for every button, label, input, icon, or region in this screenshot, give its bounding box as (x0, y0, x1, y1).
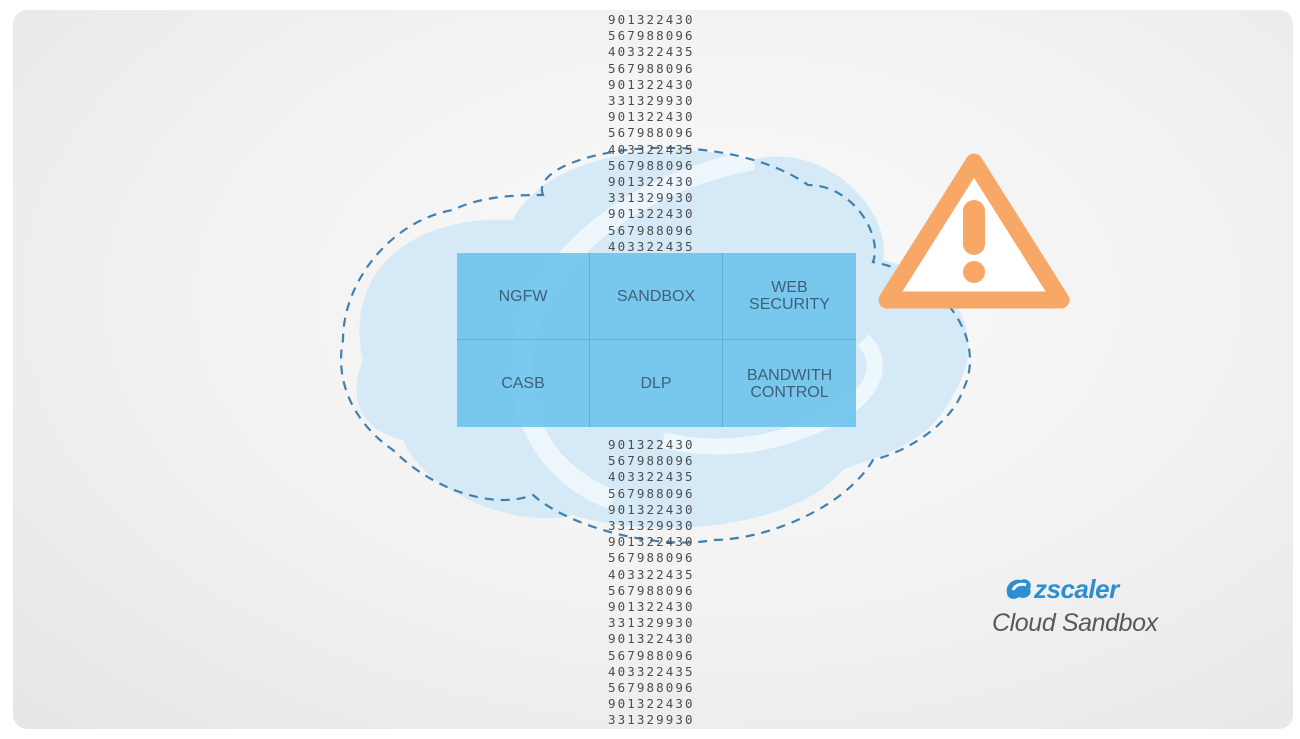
brand-name: zscaler (1034, 574, 1119, 604)
service-casb: CASB (457, 340, 590, 427)
service-web-security: WEB SECURITY (723, 253, 856, 340)
brand-block: zscaler Cloud Sandbox (988, 573, 1188, 643)
zscaler-logo-icon (1006, 579, 1031, 599)
warning-icon (878, 153, 1070, 309)
service-ngfw: NGFW (457, 253, 590, 340)
product-name: Cloud Sandbox (992, 609, 1158, 637)
service-sandbox: SANDBOX (590, 253, 723, 340)
binary-stream-bottom: 901322430 567988096 403322435 567988096 … (608, 437, 695, 728)
security-services-grid: NGFW SANDBOX WEB SECURITY CASB DLP BANDW… (457, 253, 856, 427)
binary-stream-top: 901322430 567988096 403322435 567988096 … (608, 12, 695, 254)
service-bandwidth-control: BANDWITH CONTROL (746, 366, 833, 401)
video-frame: 901322430 567988096 403322435 567988096 … (13, 10, 1293, 729)
service-dlp: DLP (590, 340, 723, 427)
